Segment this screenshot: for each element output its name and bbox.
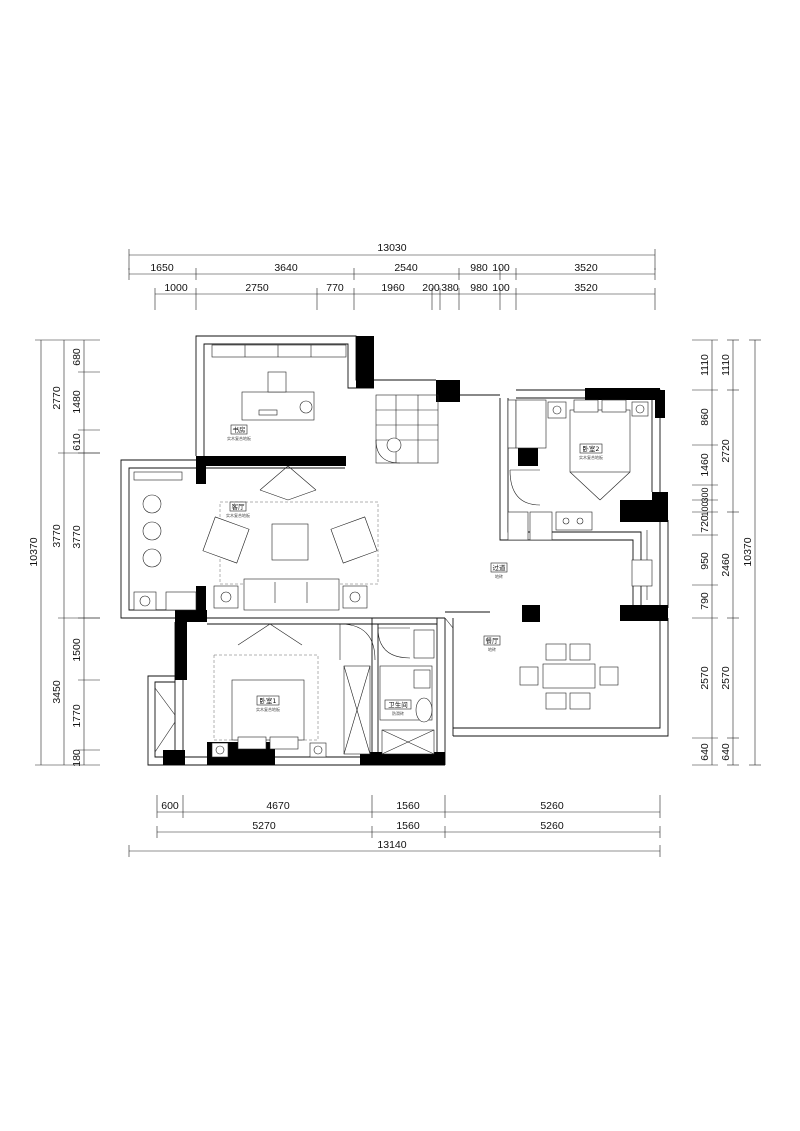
dim-top-r2-2: 770 [326,282,344,294]
dim-right-inner-2: 1460 [699,453,711,477]
dim-left-inner-3: 3770 [71,525,83,549]
dim-top-r1-0: 1650 [150,262,174,274]
dim-left-inner-5: 1770 [71,704,83,728]
dim-bottom-r1-2: 1560 [396,800,420,812]
dim-bottom-r1-1: 4670 [266,800,290,812]
corridor-label: 过道 [493,563,507,572]
dim-left-outer-0: 2770 [51,386,63,410]
dim-right-inner-5: 720 [699,515,711,533]
bedroom1-furniture [211,623,376,758]
dim-top-r2-5: 380 [441,282,459,294]
dim-left-inner-2: 610 [71,433,83,451]
dim-right-inner-7: 790 [699,592,711,610]
dim-left-total: 10370 [28,537,40,566]
bottom-dimensions: 600 4670 1560 5260 5270 1560 5260 13140 [128,795,661,857]
room-labels: 书房 实木复合地板 客厅 实木复合地板 卧室1 实木复合地板 卧室2 实木复合地… [226,424,603,716]
dim-top-total: 13030 [377,242,406,254]
walls [120,335,669,766]
dim-top-r2-1: 2750 [245,282,269,294]
bathroom-sub-label: 防滑砖 [392,710,404,716]
dim-right-inner-0: 1110 [699,354,711,376]
dim-top-r1-2: 2540 [394,262,418,274]
dining-furniture [444,617,619,710]
dim-right-inner-4: 100 [700,501,710,516]
dim-bottom-total: 13140 [377,839,406,851]
dim-top-r2-0: 1000 [164,282,188,294]
dim-right-inner-8: 2570 [699,666,711,690]
dim-top-r2-4: 200 [422,282,440,294]
dim-top-r2-8: 3520 [574,282,598,294]
dim-right-inner-3: 300 [700,487,710,502]
dim-top-r1-4: 100 [492,262,510,274]
dim-right-inner-6: 950 [699,552,711,570]
bathroom-furniture [377,627,435,755]
dim-bottom-r2-2: 5260 [540,820,564,832]
dim-right-outer-4: 640 [720,743,732,761]
bedroom1-label: 卧室1 [259,696,276,705]
dim-bottom-r2-0: 5270 [252,820,276,832]
columns [163,336,668,765]
dim-top-r2-7: 100 [492,282,510,294]
dim-left-inner-4: 1500 [71,638,83,662]
dim-top-r1-5: 3520 [574,262,598,274]
stairs [375,394,439,464]
dim-bottom-r2-1: 1560 [396,820,420,832]
dim-top-r2-3: 1960 [381,282,405,294]
dim-right-inner-1: 860 [699,408,711,426]
bedroom1-sub-label: 实木复合地板 [256,706,280,712]
dim-top-r1-1: 3640 [274,262,298,274]
dim-top-r2-6: 980 [470,282,488,294]
bedroom2-label: 卧室2 [582,444,599,453]
dim-right-total: 10370 [742,537,754,566]
dim-left-inner-0: 680 [71,348,83,366]
left-dimensions: 10370 2770 3770 3450 680 1480 610 3770 1… [28,339,100,767]
dim-right-outer-0: 1110 [720,354,732,376]
top-dimensions: 13030 1650 3640 2540 980 100 3520 1000 2… [128,242,656,310]
study-label: 书房 [233,425,246,434]
dining-sub-label: 地砖 [488,646,496,652]
dim-bottom-r1-3: 5260 [540,800,564,812]
living-furniture [133,465,379,611]
dim-left-inner-1: 1480 [71,390,83,414]
bathroom-label: 卫生间 [388,700,408,709]
study-sub-label: 实木复合地板 [227,435,251,441]
corridor-sub-label: 地砖 [495,573,503,579]
right-dimensions: 1110 860 1460 300 100 720 950 790 2570 6… [692,339,761,766]
bedroom2-sub-label: 实木复合地板 [579,454,603,460]
living-label: 客厅 [232,502,246,511]
bedroom2-furniture [507,399,653,587]
dim-left-outer-2: 3450 [51,680,63,704]
dim-right-outer-2: 2460 [720,553,732,577]
dining-label: 餐厅 [486,636,500,645]
dim-left-outer-1: 3770 [51,524,63,548]
dim-right-outer-3: 2570 [720,666,732,690]
dim-top-r1-3: 980 [470,262,488,274]
study-furniture [211,344,347,421]
dim-right-inner-9: 640 [699,743,711,761]
dim-left-inner-6: 180 [71,749,83,767]
dim-bottom-r1-0: 600 [161,800,179,812]
dim-right-outer-1: 2720 [720,439,732,463]
living-sub-label: 实木复合地板 [226,512,250,518]
